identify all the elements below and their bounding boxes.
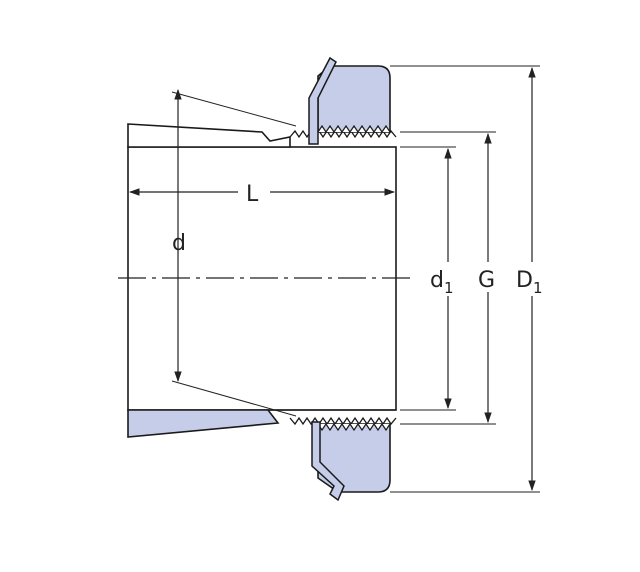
label-D1: D1 [516, 268, 543, 297]
label-L: L [246, 182, 259, 207]
lockwasher-top [308, 56, 337, 145]
locknut-bottom [317, 422, 391, 493]
sleeve-top-taper [127, 123, 291, 148]
taper-line-bottom [171, 380, 297, 417]
sleeve-body [127, 123, 397, 411]
lockwasher-bottom [311, 421, 345, 502]
locknut-top [317, 65, 391, 134]
taper-line-top [171, 91, 297, 127]
sleeve-bottom-taper [127, 409, 280, 438]
extension-lines [390, 65, 540, 493]
label-d1: d1 [430, 268, 454, 297]
label-d: d [172, 231, 186, 256]
thread-bottom [268, 409, 397, 426]
label-G: G [478, 268, 495, 293]
